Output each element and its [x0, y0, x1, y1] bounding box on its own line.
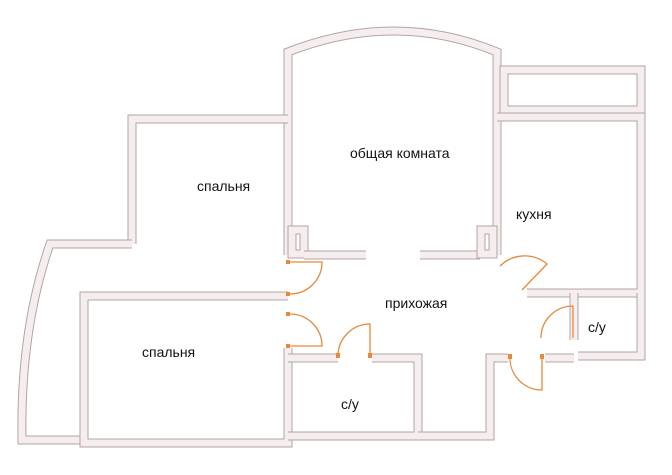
room-label-hall: прихожая — [385, 295, 448, 311]
walls — [17, 26, 646, 448]
door-kitchen — [499, 255, 548, 291]
room-label-bath-right: с/у — [588, 319, 606, 335]
door-bedroom-top — [289, 261, 323, 295]
room-label-bedroom-bottom: спальня — [142, 344, 196, 360]
room-label-bath-center: с/у — [341, 396, 359, 412]
room-label-living: общая комната — [350, 145, 450, 161]
room-label-bedroom-top: спальня — [197, 178, 251, 194]
room-label-kitchen: кухня — [516, 206, 552, 222]
door-corridor — [509, 355, 543, 391]
door-bath-center — [337, 323, 371, 357]
door-bath-right — [540, 305, 574, 339]
doors — [286, 255, 574, 391]
door-bedroom-bottom — [289, 313, 323, 347]
